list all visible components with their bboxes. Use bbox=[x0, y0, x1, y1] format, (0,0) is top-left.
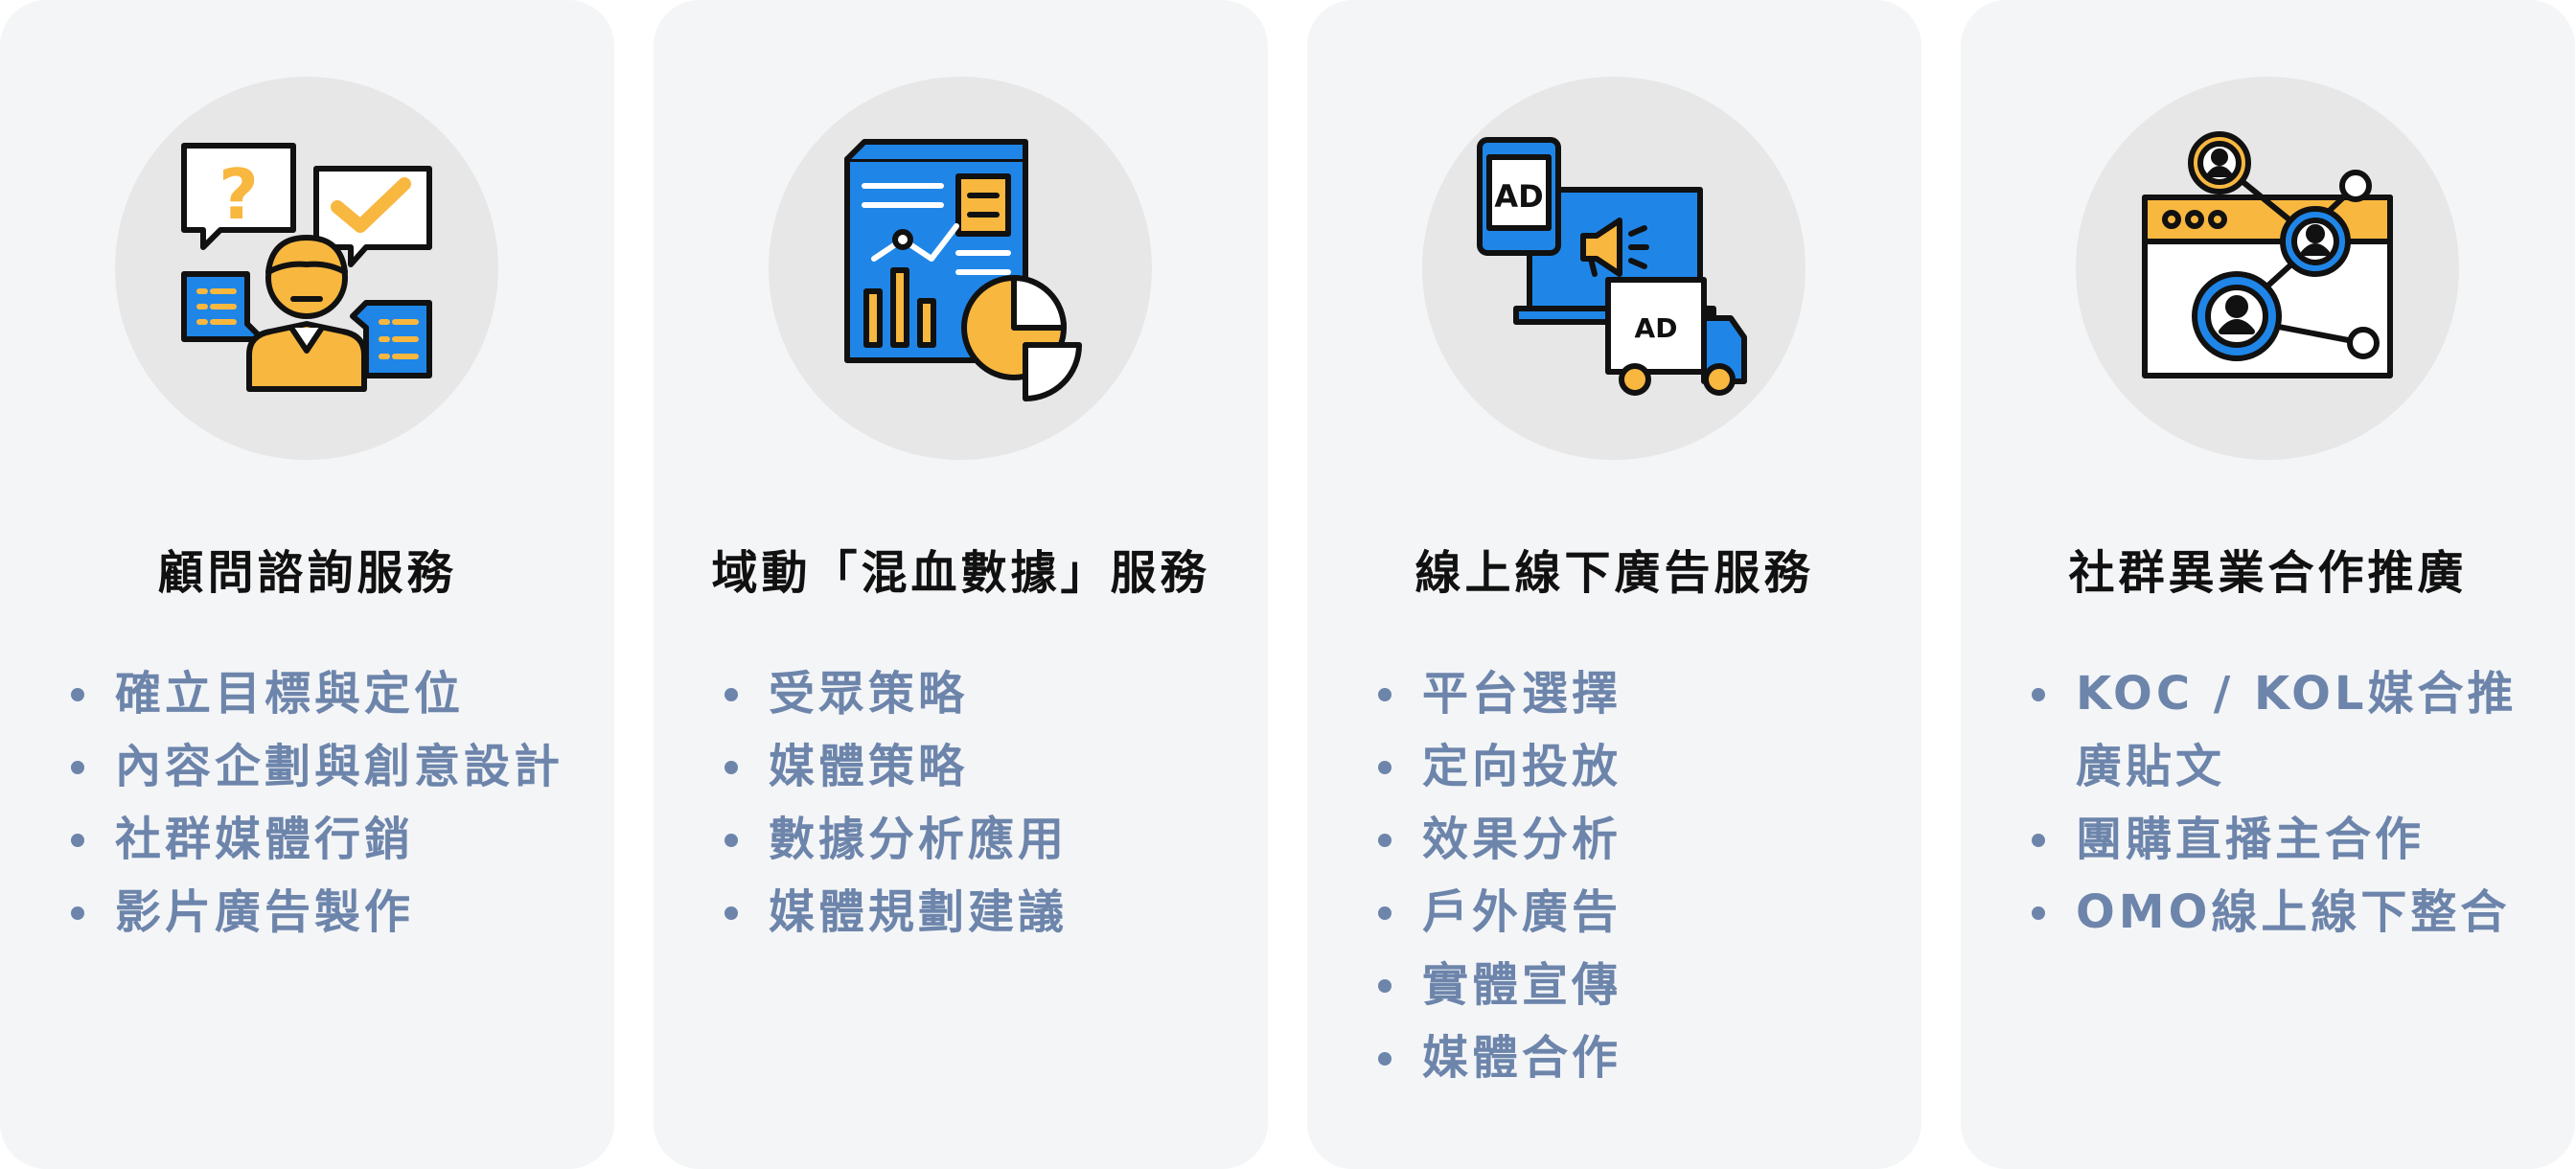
list-item: OMO線上線下整合 bbox=[2032, 876, 2546, 949]
data-report-icon bbox=[844, 139, 1082, 401]
list-item: 效果分析 bbox=[1378, 803, 1893, 876]
service-list: KOC / KOL媒合推廣貼文 團購直播主合作 OMO線上線下整合 bbox=[2028, 657, 2546, 949]
list-item: 社群媒體行銷 bbox=[71, 803, 586, 876]
list-item: 媒體策略 bbox=[724, 730, 1239, 803]
list-item: 實體宣傳 bbox=[1378, 949, 1893, 1021]
social-network-icon bbox=[2142, 131, 2393, 378]
icon-circle bbox=[2076, 77, 2459, 460]
list-item: 影片廣告製作 bbox=[71, 876, 586, 949]
svg-text:?: ? bbox=[218, 154, 259, 235]
list-item: 媒體合作 bbox=[1378, 1021, 1893, 1094]
list-item: 受眾策略 bbox=[724, 657, 1239, 730]
service-card-consulting: ? bbox=[0, 0, 614, 1169]
service-list: 受眾策略 媒體策略 數據分析應用 媒體規劃建議 bbox=[721, 657, 1239, 949]
list-item: KOC / KOL媒合推廣貼文 bbox=[2032, 657, 2546, 803]
list-item: 內容企劃與創意設計 bbox=[71, 730, 586, 803]
service-list: 平台選擇 定向投放 效果分析 戶外廣告 實體宣傳 媒體合作 bbox=[1374, 657, 1893, 1094]
card-title: 線上線下廣告服務 bbox=[1414, 546, 1814, 600]
list-item: 平台選擇 bbox=[1378, 657, 1893, 730]
icon-circle: AD AD bbox=[1422, 77, 1806, 460]
service-card-advertising: AD AD 線上線下廣告服務 平台選擇 定向投放 效果分析 戶外廣告 實體宣傳 … bbox=[1307, 0, 1921, 1169]
list-item: 定向投放 bbox=[1378, 730, 1893, 803]
advertising-icon: AD AD bbox=[1477, 137, 1747, 396]
list-item: 戶外廣告 bbox=[1378, 876, 1893, 949]
svg-text:AD: AD bbox=[1494, 178, 1543, 215]
icon-circle: ? bbox=[115, 77, 498, 460]
list-item: 數據分析應用 bbox=[724, 803, 1239, 876]
card-title: 域動「混血數據」服務 bbox=[711, 546, 1210, 600]
card-title: 顧問諮詢服務 bbox=[157, 546, 457, 600]
service-card-hybrid-data: 域動「混血數據」服務 受眾策略 媒體策略 數據分析應用 媒體規劃建議 bbox=[654, 0, 1268, 1169]
list-item: 團購直播主合作 bbox=[2032, 803, 2546, 876]
svg-text:AD: AD bbox=[1635, 312, 1678, 344]
icon-circle bbox=[769, 77, 1152, 460]
card-title: 社群異業合作推廣 bbox=[2068, 546, 2468, 600]
service-list: 確立目標與定位 內容企劃與創意設計 社群媒體行銷 影片廣告製作 bbox=[67, 657, 586, 949]
list-item: 確立目標與定位 bbox=[71, 657, 586, 730]
list-item: 媒體規劃建議 bbox=[724, 876, 1239, 949]
consultant-icon: ? bbox=[181, 143, 432, 392]
service-card-social-partnership: 社群異業合作推廣 KOC / KOL媒合推廣貼文 團購直播主合作 OMO線上線下… bbox=[1961, 0, 2575, 1169]
